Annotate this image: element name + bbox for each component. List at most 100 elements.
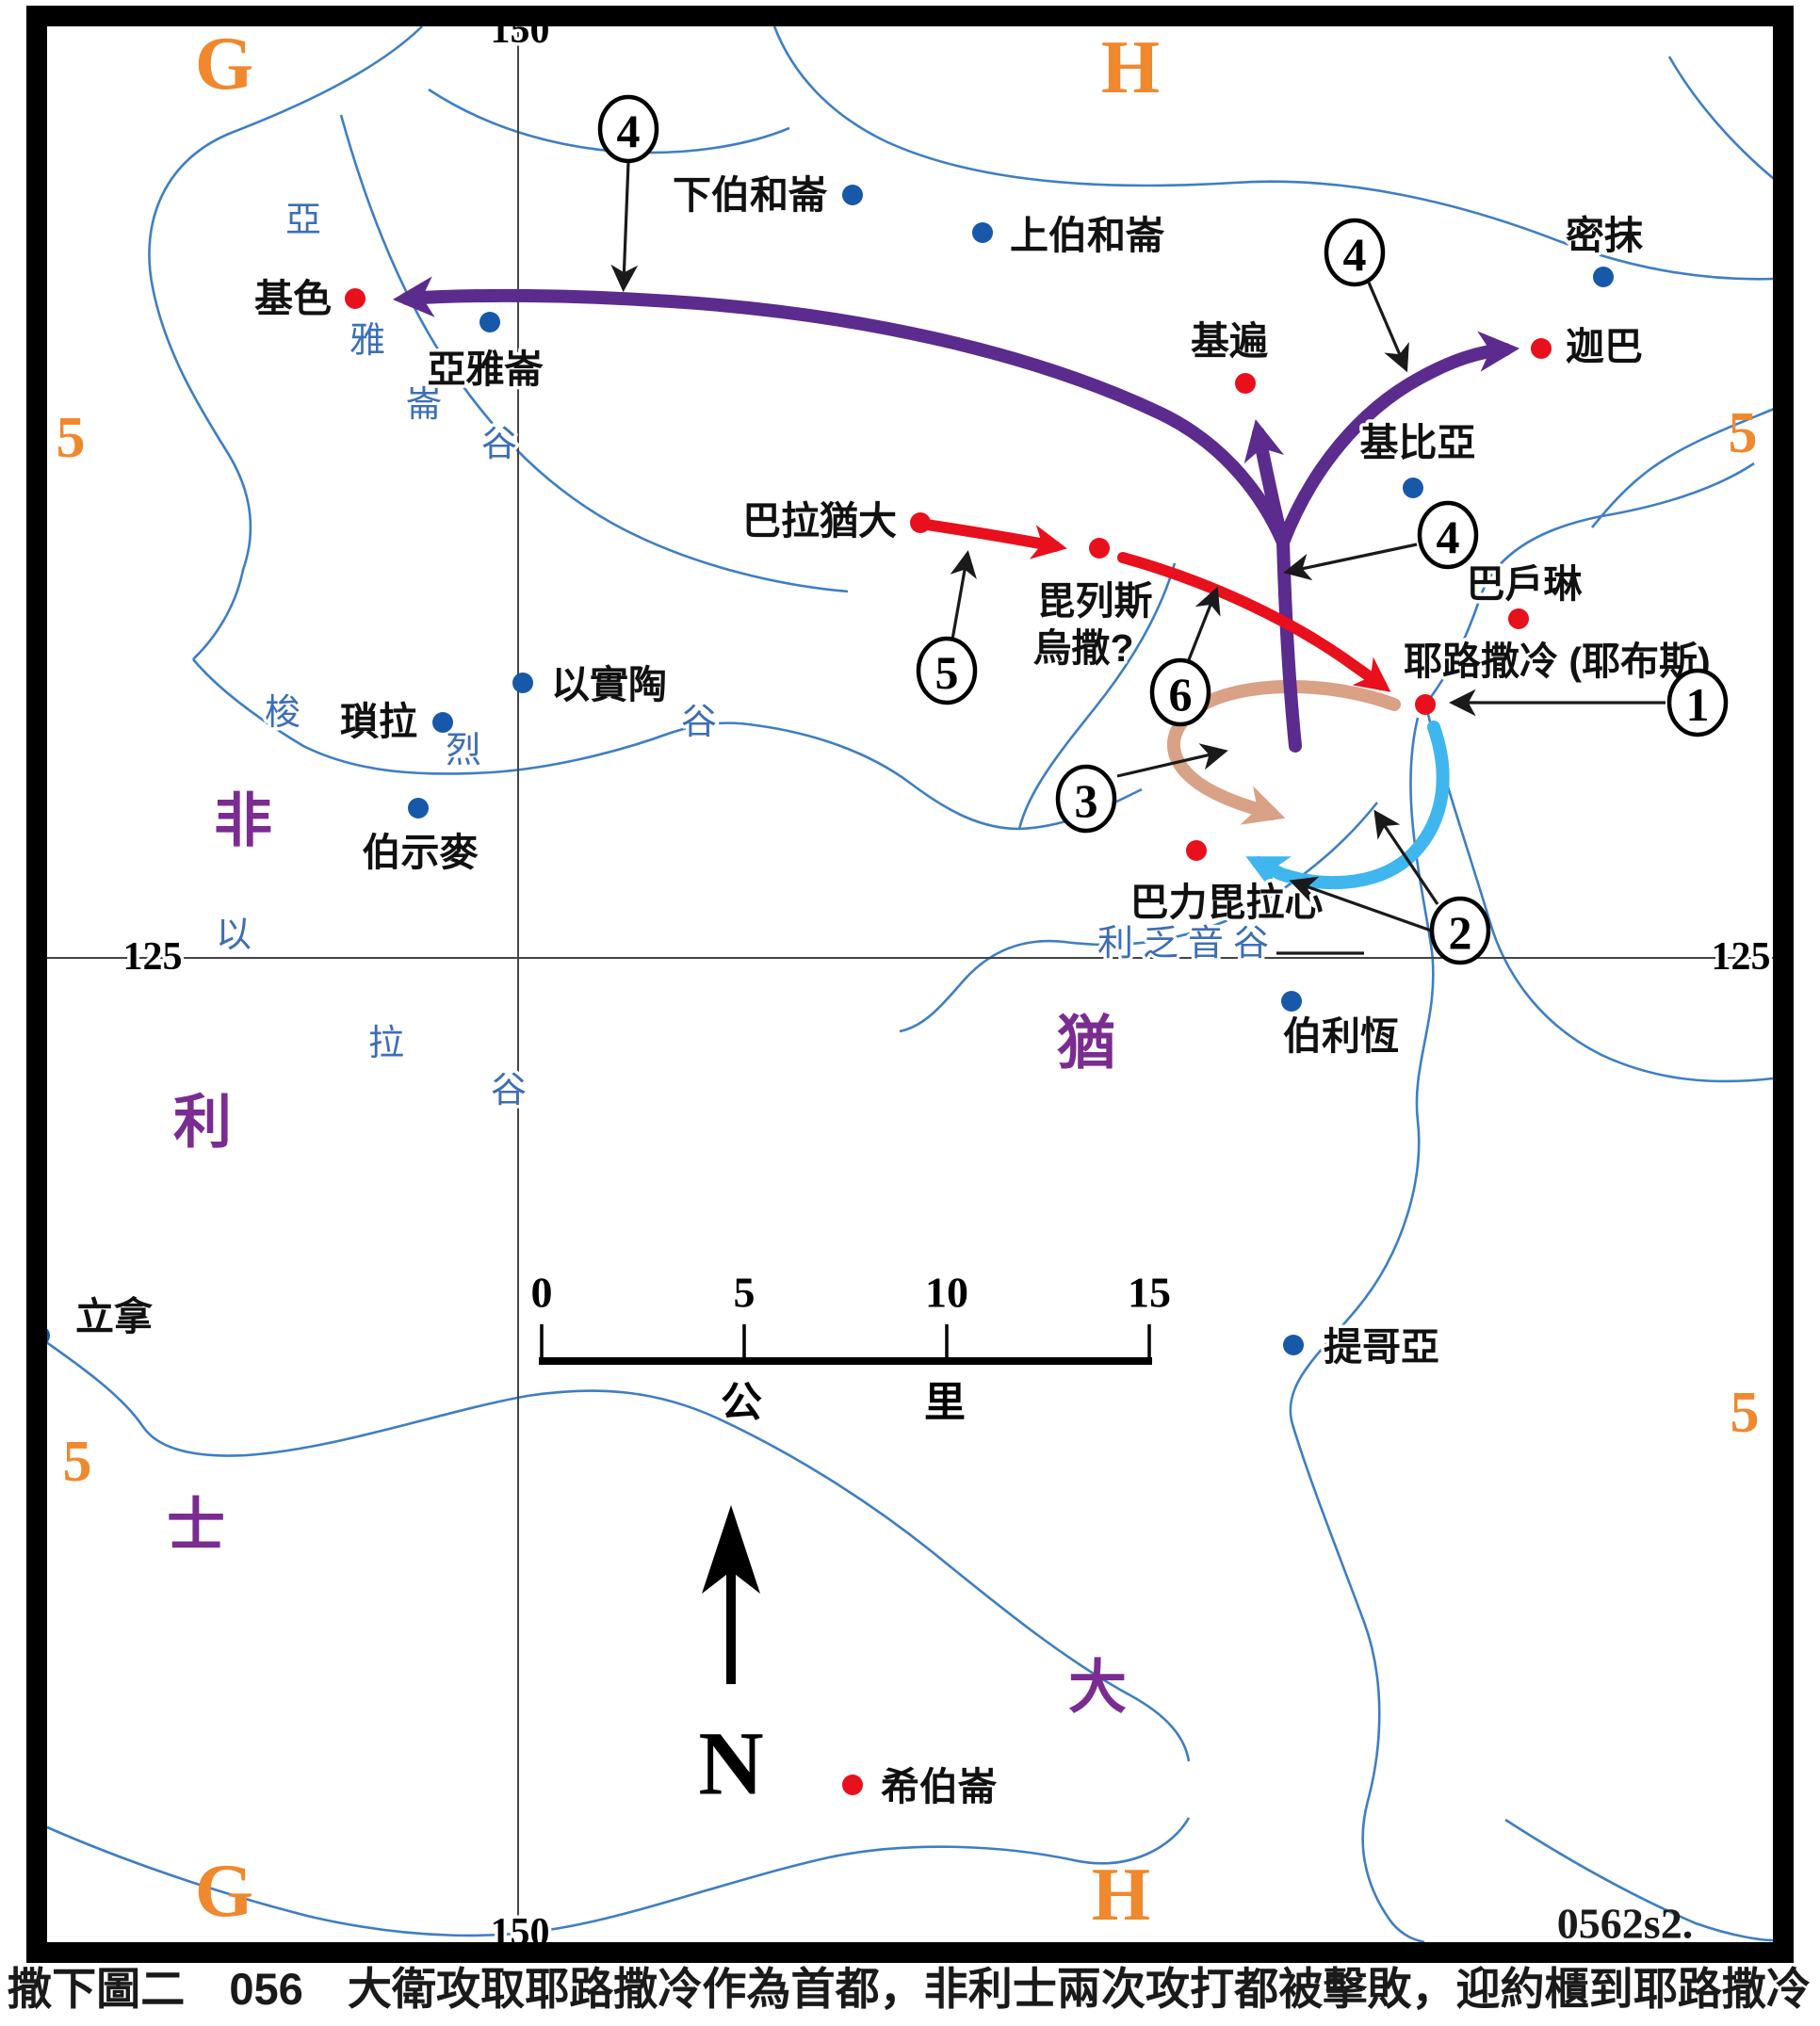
valley-label-char: 利 <box>1097 924 1133 964</box>
route-red-baalah <box>915 518 1067 559</box>
city-dot-巴拉猶大 <box>910 512 931 533</box>
city-dot-巴力毘拉心 <box>1186 840 1207 861</box>
step-badge-number-4: 4 <box>1437 511 1460 563</box>
city-label-提哥亞: 提哥亞 <box>1324 1325 1439 1369</box>
city-label-伯利恆: 伯利恆 <box>1283 1014 1399 1058</box>
city-dot-瑣拉 <box>432 712 453 733</box>
valley-label-char: 雅 <box>349 321 385 361</box>
step-badge-number-4: 4 <box>617 105 641 157</box>
north-arrow-shaft <box>726 1571 736 1684</box>
step-badge-circle-4 <box>1417 500 1479 570</box>
city-label-下伯和崙: 下伯和崙 <box>673 173 828 217</box>
valley-label-char: 烈 <box>446 731 481 770</box>
step-badge-number-3: 3 <box>1075 774 1098 827</box>
north-arrow: N <box>698 1505 764 1814</box>
city-label-迦巴: 迦巴 <box>1566 325 1643 368</box>
step-badge-circle-1 <box>1666 668 1729 737</box>
step-badge-number-4: 4 <box>1343 228 1367 281</box>
pointer-arrow <box>1289 876 1435 933</box>
city-label-以實陶: 以實陶 <box>551 663 667 706</box>
city-label-基色: 基色 <box>254 277 332 320</box>
river-stream <box>39 1336 1191 1762</box>
grid-number-5: 5 <box>1731 1381 1760 1445</box>
scale-tick-label-0: 0 <box>531 1269 553 1317</box>
military-routes-layer <box>392 276 1520 894</box>
step-badge-number-1: 1 <box>1686 678 1710 731</box>
pointer-arrows-layer <box>610 161 1666 955</box>
city-label-希伯崙: 希伯崙 <box>881 1765 998 1808</box>
river-stream <box>1426 713 1774 1083</box>
city-dot-上伯和崙 <box>972 222 993 243</box>
route-purple-geba <box>1276 331 1520 549</box>
pointer-arrow <box>1367 282 1409 373</box>
valley-label-char: 谷 <box>481 425 517 464</box>
city-dot-迦巴 <box>1531 338 1552 359</box>
region-label-利: 利 <box>173 1091 232 1156</box>
route-purple-west-gezer <box>392 276 1290 549</box>
river-stream <box>1017 562 1177 830</box>
cities-layer: 下伯和崙上伯和崙密抹基色亞雅崙巴拉猶大毘列斯烏撒?基遍迦巴基比亞巴戶琳耶路撒冷 … <box>29 170 1714 1812</box>
step-badge-circle-5 <box>916 636 978 705</box>
city-label-巴力毘拉心: 巴力毘拉心 <box>1130 881 1324 924</box>
river-stream <box>772 25 1774 281</box>
city-dot-基遍 <box>1235 373 1256 394</box>
route-cyan-retreat <box>1245 721 1450 894</box>
city-label-毘列斯烏撒?: 烏撒? <box>1032 626 1133 670</box>
river-stream <box>1591 403 1784 528</box>
city-label-巴拉猶大: 巴拉猶大 <box>742 499 897 543</box>
city-dot-以實陶 <box>512 673 533 693</box>
city-dot-基比亞 <box>1403 478 1423 498</box>
pointer-arrow <box>610 161 639 293</box>
river-stream <box>192 658 1143 831</box>
city-dot-希伯崙 <box>842 1775 863 1795</box>
grid-coordinate-label: 125 <box>123 935 183 979</box>
valley-label-char: 谷 <box>491 1071 527 1110</box>
step-badge-circle-6 <box>1149 657 1211 727</box>
city-dot-亞雅崙 <box>479 312 500 332</box>
city-dot-密抹 <box>1593 267 1614 287</box>
region-label-非: 非 <box>214 789 272 854</box>
valley-label-char: 崙 <box>406 385 442 425</box>
city-dot-耶路撒冷 (耶布斯) <box>1415 694 1436 715</box>
pointer-arrow <box>1116 743 1228 778</box>
step-badge-circle-4 <box>597 94 659 164</box>
city-label-毘列斯烏撒?: 毘列斯 <box>1037 579 1153 623</box>
river-stream <box>1504 1818 1774 1942</box>
valley-label-char: 梭 <box>265 693 301 733</box>
city-label-上伯和崙: 上伯和崙 <box>1010 214 1165 257</box>
step-badge-circle-3 <box>1055 764 1117 834</box>
step-badge-number-5: 5 <box>935 646 959 699</box>
scale-unit-km-2: 里 <box>924 1380 966 1426</box>
north-label: N <box>698 1713 763 1814</box>
map-border-frame <box>26 6 1794 1963</box>
scale-tick-label-10: 10 <box>925 1269 968 1317</box>
river-stream <box>1289 717 1435 1944</box>
grid-letter-H: H <box>1092 1854 1150 1937</box>
pointer-arrow <box>1186 586 1221 663</box>
step-badge-circle-2 <box>1429 896 1491 965</box>
river-stream <box>148 25 423 660</box>
grid-number-5: 5 <box>57 406 86 470</box>
city-label-瑣拉: 瑣拉 <box>340 700 417 743</box>
river-stream <box>1426 462 1755 702</box>
city-dot-基色 <box>345 288 366 309</box>
city-label-亞雅崙: 亞雅崙 <box>428 348 544 391</box>
valley-label-char: 以 <box>216 916 252 955</box>
pointer-arrow <box>950 550 977 640</box>
city-dot-下伯和崙 <box>842 185 863 205</box>
city-label-巴戶琳: 巴戶琳 <box>1467 562 1584 606</box>
city-dot-伯示麥 <box>408 798 429 819</box>
river-stream <box>1667 56 1784 188</box>
city-label-基遍: 基遍 <box>1191 319 1268 363</box>
river-stream <box>46 1817 1191 1937</box>
city-dot-伯利恆 <box>1281 991 1302 1012</box>
region-label-大: 大 <box>1068 1656 1127 1721</box>
valley-labels-layer: 亞雅崙谷梭烈谷以拉谷利乏音谷 <box>212 198 1272 1114</box>
river-stream <box>339 114 849 593</box>
valley-label-char: 乏 <box>1143 924 1178 964</box>
